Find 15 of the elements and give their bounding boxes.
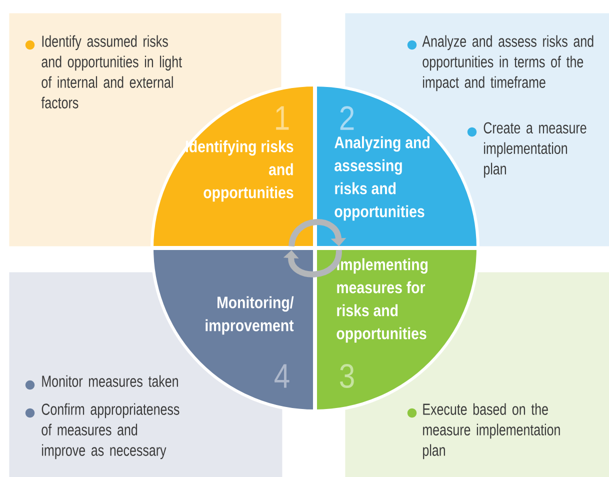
step-number: 4 — [274, 364, 290, 388]
step-number: 1 — [276, 106, 289, 130]
cycle-arrow — [288, 219, 346, 247]
bullet-text: Confirm appropriateness of measures and improve as necessary — [42, 403, 180, 460]
bullet-text: Create a measure implementation plan — [484, 122, 586, 178]
step-title: Monitoring/ improvement — [206, 296, 294, 335]
step-number: 3 — [340, 364, 354, 388]
cycle-arrow — [283, 250, 342, 278]
bullet-text: Identify assumed risks and opportunities in light of internal and external factors — [41, 35, 182, 108]
step-title: Analyzing and assessing risks and opportunities — [334, 136, 430, 221]
step-number: 2 — [340, 106, 354, 130]
bullet-text: Monitor measures taken — [42, 375, 178, 387]
bullet-text: Analyze and assess risks and opportunities in terms of the impact and timeframe — [422, 35, 594, 92]
step-title: Implementing measures for risks and opportunities — [336, 258, 428, 343]
bullet-text: Execute based on the measure implementation plan — [423, 403, 560, 460]
